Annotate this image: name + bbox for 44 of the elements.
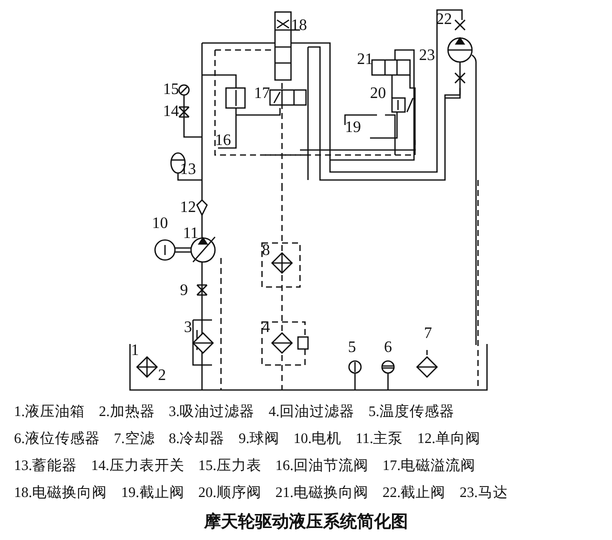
legend-item: 21.电磁换向阀 [275,484,368,502]
legend-item: 11.主泵 [356,430,404,448]
legend-item: 13.蓄能器 [14,457,78,475]
legend-item: 5.温度传感器 [368,402,454,421]
legend-item: 1.液压油箱 [14,402,85,421]
callout-number: 9 [180,283,188,299]
legend-item: 7.空滤 [114,430,155,448]
callout-number: 15 [163,82,179,98]
legend-item: 14.压力表开关 [91,457,184,475]
legend-item: 20.顺序阀 [198,484,262,502]
legend-item: 6.液位传感器 [14,430,100,448]
legend-item: 19.截止阀 [121,484,184,502]
callout-number: 6 [384,340,392,356]
callout-number: 5 [348,340,356,356]
callout-number: 7 [424,326,432,342]
diagram-caption: 摩天轮驱动液压系统简化图 [203,511,409,533]
callout-number: 12 [180,200,196,216]
legend-item: 10.电机 [294,430,342,448]
legend-item: 22.截止阀 [382,484,446,502]
legend-item: 18.电磁换向阀 [14,484,108,502]
callout-number: 10 [152,216,168,232]
callout-number: 11 [183,226,198,242]
legend-item: 12.单向阀 [417,430,480,448]
callout-number: 14 [163,104,179,120]
legend-item: 16.回油节流阀 [275,456,368,475]
legend-item: 4.回油过滤器 [268,403,354,421]
legend-item: 9.球阀 [238,430,280,448]
legend-item: 3.吸油过滤器 [168,403,255,421]
callout-number: 1 [131,343,139,359]
callout-number: 4 [262,320,270,336]
legend-item: 17.电磁溢流阀 [382,456,476,475]
callout-number: 23 [419,48,435,64]
callout-number: 17 [254,86,270,102]
callout-number: 19 [345,120,361,136]
callout-number: 8 [262,243,270,259]
legend-item: 2.加热器 [98,403,155,421]
callout-number: 2 [158,368,166,384]
legend-item: 8.冷却器 [168,430,225,448]
callout-number: 21 [357,52,373,68]
callout-number: 20 [370,86,386,102]
callout-number: 3 [184,320,192,336]
callout-number: 16 [215,133,231,149]
legend-item: 23.马达 [460,484,508,502]
legend-item: 15.压力表 [198,457,262,475]
